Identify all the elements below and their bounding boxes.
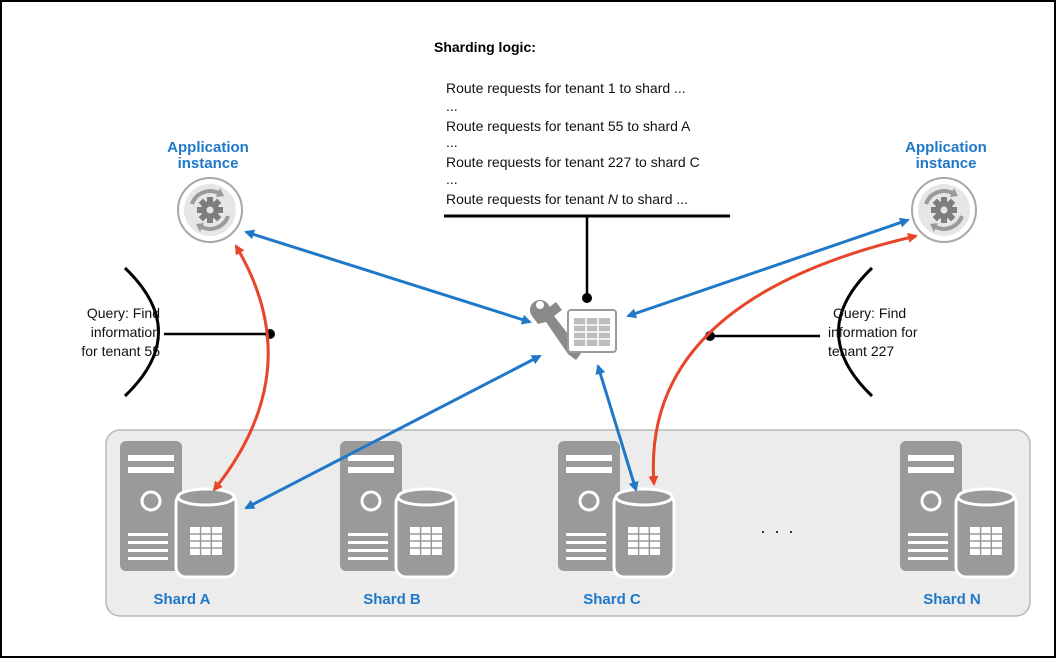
query-left-brace (123, 266, 160, 398)
query-right-line: Query: Find (833, 305, 906, 321)
query-left-line: Query: Find (87, 305, 160, 321)
link-router-shard-a (244, 354, 542, 510)
rule-line: Route requests for tenant 55 to shard A (446, 118, 691, 134)
app-left-label-2: instance (178, 155, 239, 172)
rule-ellipsis: ... (446, 98, 458, 114)
app-left-label-1: Application (167, 139, 249, 156)
app-right-label-2: instance (916, 155, 977, 172)
rule-line: Route requests for tenant 227 to shard C (446, 154, 700, 170)
query-left-line: for tenant 55 (81, 343, 160, 359)
gear-cycle-icon (176, 176, 244, 244)
gear-cycle-icon (910, 176, 978, 244)
app-right-label-1: Application (905, 139, 987, 156)
link-router-shard-c (595, 364, 639, 492)
sharding-logic-title: Sharding logic: (434, 39, 536, 55)
shard-ellipsis: . . . (760, 517, 795, 537)
logic-connector-dot (582, 293, 592, 303)
query-right-line: information for (828, 324, 918, 340)
query-right-line: tenant 227 (828, 343, 894, 359)
rule-ellipsis: ... (446, 171, 458, 187)
query-path-tenant-227 (648, 232, 918, 486)
shard-label-a: Shard A (154, 591, 211, 608)
rule-line: Route requests for tenant 1 to shard ... (446, 80, 686, 96)
shard-label-b: Shard B (363, 591, 421, 608)
sharding-logic-rules: Route requests for tenant 1 to shard ...… (446, 80, 700, 207)
rule-line-n: Route requests for tenant N to shard ... (446, 191, 688, 207)
link-app-left-router (244, 229, 532, 325)
wrench-table-icon (530, 300, 617, 360)
query-paths (212, 232, 918, 492)
link-router-app-right (626, 217, 910, 319)
shard-label-c: Shard C (583, 591, 641, 608)
rule-ellipsis: ... (446, 134, 458, 150)
query-left-line: information (91, 324, 160, 340)
query-path-tenant-55 (212, 244, 270, 492)
shard-label-n: Shard N (923, 591, 981, 608)
